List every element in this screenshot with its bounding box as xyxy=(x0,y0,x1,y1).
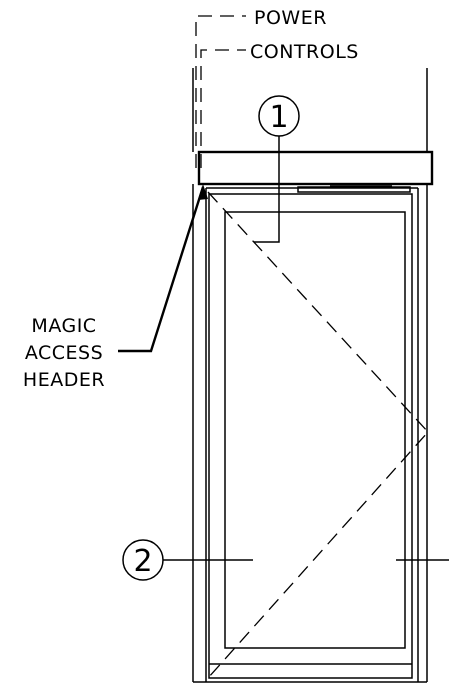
header-leader xyxy=(118,184,208,353)
callout-1: 1 xyxy=(254,95,300,243)
controls-leader xyxy=(200,49,246,168)
controls-label: CONTROLS xyxy=(250,41,359,63)
power-leader xyxy=(195,15,246,168)
door-swing-lines xyxy=(207,191,429,679)
header-label-line1: MAGIC xyxy=(31,315,96,337)
jamb-lines-upper xyxy=(192,68,428,152)
operator-arm xyxy=(297,185,411,193)
callout-2-number: 2 xyxy=(133,544,152,579)
door-frame xyxy=(192,184,428,683)
header-label-line3: HEADER xyxy=(23,369,105,391)
callout-1-number: 1 xyxy=(269,100,288,135)
header-box xyxy=(197,150,434,186)
door-leaf xyxy=(208,193,413,679)
callout-2: 2 xyxy=(122,539,253,581)
header-label-line2: ACCESS xyxy=(25,342,103,364)
power-label: POWER xyxy=(254,7,327,29)
